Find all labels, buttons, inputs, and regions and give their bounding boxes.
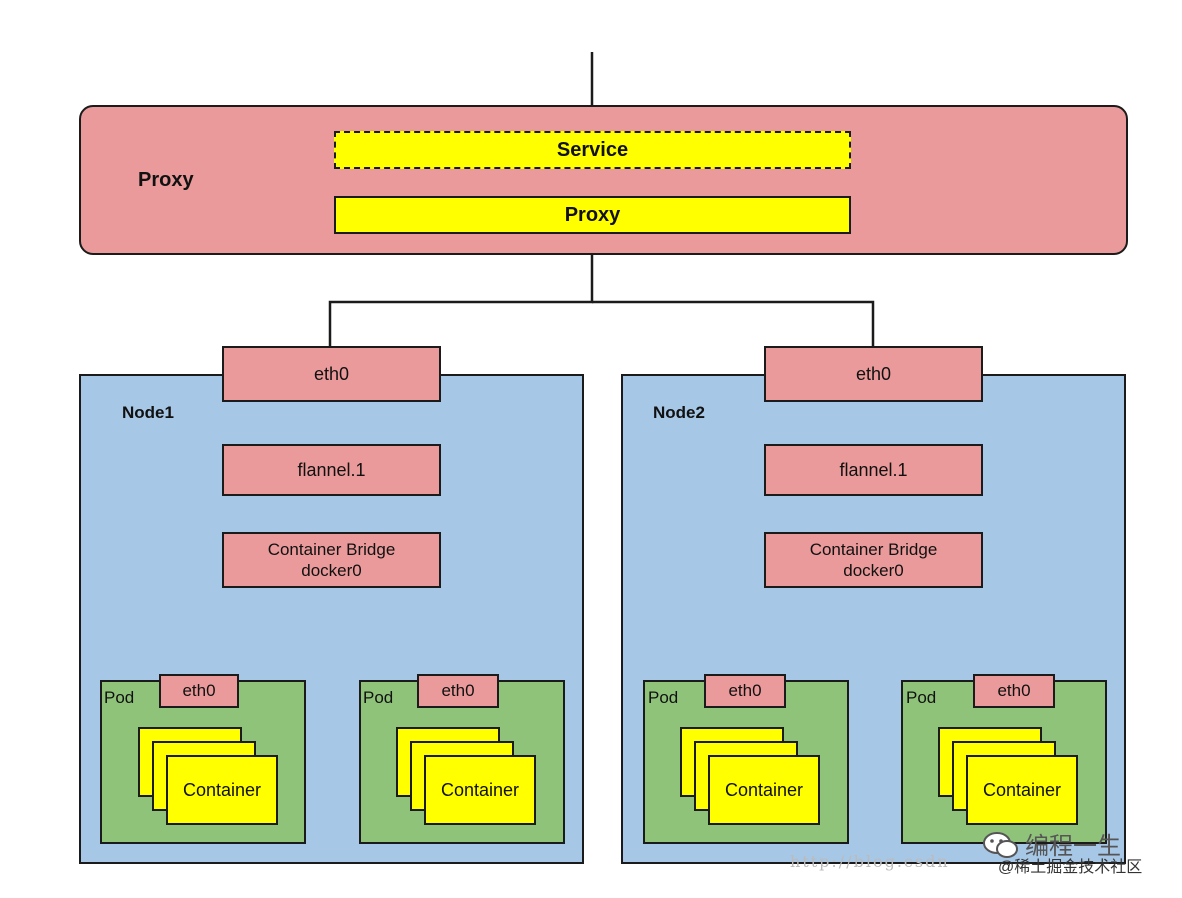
proxy-region-label: Proxy <box>138 169 194 191</box>
node2-pod1-eth0: eth0 <box>704 674 786 708</box>
node1-pod2-container: Container <box>424 755 536 825</box>
node2-eth0: eth0 <box>764 346 983 402</box>
proxy-node1-link <box>328 234 594 346</box>
node2-pod1-container: Container <box>708 755 820 825</box>
brand-watermark: 编程一生 <box>1025 833 1121 860</box>
node2-bridge-line1: Container Bridge <box>809 540 938 559</box>
node2-container-bridge: Container Bridge docker0 <box>764 532 983 588</box>
proxy-node2-link <box>592 300 875 346</box>
node1-eth0: eth0 <box>222 346 441 402</box>
node1-container-bridge: Container Bridge docker0 <box>222 532 441 588</box>
proxy-box: Proxy <box>334 196 851 234</box>
node1-pod1-label: Pod <box>104 688 135 707</box>
node1-pod1-container: Container <box>166 755 278 825</box>
node2-bridge-line2: docker0 <box>843 561 904 580</box>
node2-label: Node2 <box>653 403 705 422</box>
node2-pod2-eth0: eth0 <box>973 674 1055 708</box>
node1-label: Node1 <box>122 403 174 422</box>
node2-flannel: flannel.1 <box>764 444 983 496</box>
node2-pod2-label: Pod <box>906 688 937 707</box>
node1-pod2-label: Pod <box>363 688 394 707</box>
node1-pod1-eth0: eth0 <box>159 674 239 708</box>
service-box: Service <box>334 131 851 169</box>
community-watermark: @稀土掘金技术社区 <box>998 859 1143 876</box>
node1-bridge-line1: Container Bridge <box>267 540 396 559</box>
wechat-icon <box>983 832 1018 858</box>
node1-pod2-eth0: eth0 <box>417 674 499 708</box>
node2-pod2-container: Container <box>966 755 1078 825</box>
node2-pod1-label: Pod <box>648 688 679 707</box>
node1-bridge-line2: docker0 <box>301 561 362 580</box>
url-watermark: http://blog.csdn <box>790 852 950 871</box>
node1-flannel: flannel.1 <box>222 444 441 496</box>
